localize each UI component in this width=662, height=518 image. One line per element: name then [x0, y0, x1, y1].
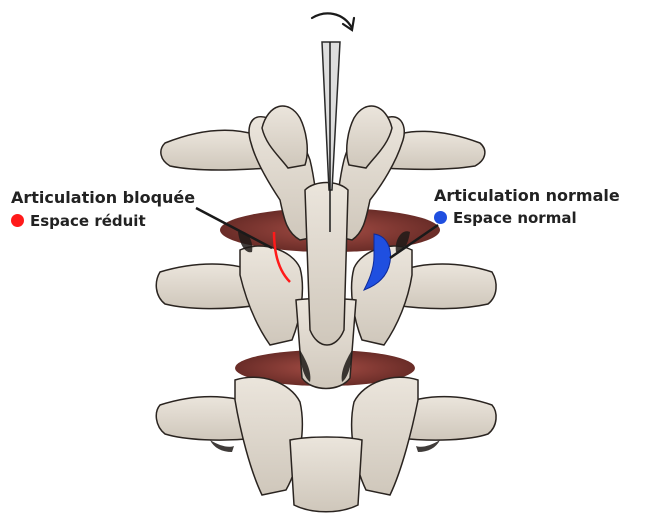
lower-vertebra: [156, 377, 496, 512]
normal-joint-legend: Espace normal: [434, 211, 577, 226]
normal-joint-title: Articulation normale: [434, 188, 620, 204]
spinous-process: [305, 183, 348, 346]
red-dot-icon: [11, 214, 24, 227]
normal-joint-subtitle: Espace normal: [453, 209, 577, 227]
blocked-joint-legend: Espace réduit: [11, 214, 146, 229]
blocked-joint-title: Articulation bloquée: [11, 190, 195, 206]
curved-rotation-arrow-icon: [312, 13, 354, 30]
rotation-needle: [322, 42, 340, 190]
blocked-joint-subtitle: Espace réduit: [30, 212, 146, 230]
blue-dot-icon: [434, 211, 447, 224]
